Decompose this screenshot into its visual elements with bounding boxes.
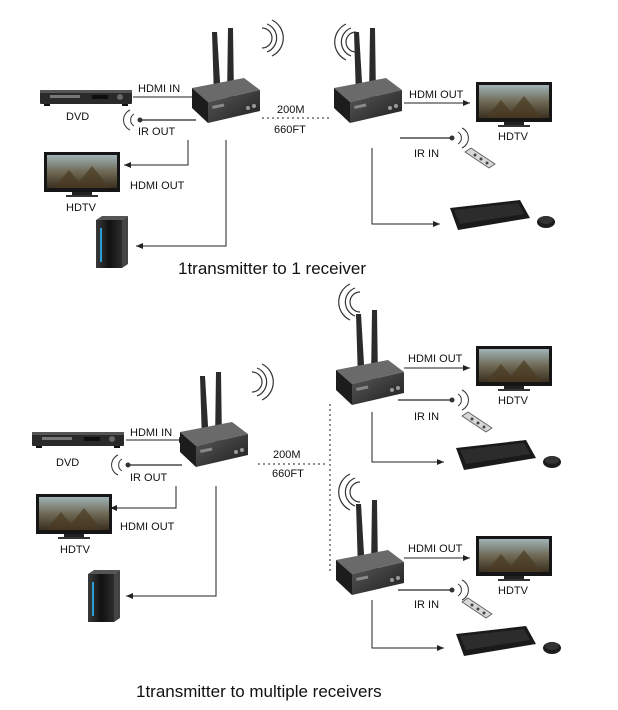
receiver-device-icon xyxy=(336,500,404,595)
receiver-device-icon xyxy=(334,28,402,123)
hdmi-out-tx-label: HDMI OUT xyxy=(120,521,175,533)
hdmi-out-tx-connector xyxy=(124,140,189,168)
distance-ft-label: 660FT xyxy=(274,124,306,136)
computer-tower-icon xyxy=(88,570,120,622)
ir-out-emitter-icon xyxy=(111,454,182,476)
distance-m-label: 200M xyxy=(277,104,305,116)
ir-in-receiver-icon xyxy=(398,389,469,411)
ir-in-receiver-icon xyxy=(400,127,469,149)
transmitter-wifi-icon xyxy=(251,363,274,401)
hdtv-rx-label: HDTV xyxy=(498,131,529,143)
diagram-one-caption: 1transmitter to 1 receiver xyxy=(178,259,366,278)
hdtv-rx-label: HDTV xyxy=(498,395,529,407)
usb-rx-connector xyxy=(371,412,444,465)
diagram-one-receiver: DVD HDMI IN IR OUT HDMI OUT HDTV 200M 66… xyxy=(40,19,555,278)
hdmi-out-rx-label: HDMI OUT xyxy=(409,89,464,101)
hdmi-in-label: HDMI IN xyxy=(130,427,172,439)
remote-control-icon xyxy=(461,411,493,433)
distance-m-label: 200M xyxy=(273,449,301,461)
dvd-player-icon xyxy=(32,432,124,448)
receiver-wifi-icon xyxy=(334,23,357,61)
hdmi-out-tx-label: HDMI OUT xyxy=(130,180,185,192)
hdtv-rx-icon xyxy=(476,346,552,391)
receiver-group-1: HDMI OUT HDTV IR IN xyxy=(336,283,561,470)
receiver-device-icon xyxy=(336,310,404,405)
hdtv-tx-icon xyxy=(36,494,112,539)
keyboard-mouse-icon xyxy=(450,200,555,230)
hdtv-tx-icon xyxy=(44,152,120,197)
hdmi-in-label: HDMI IN xyxy=(138,83,180,95)
ir-in-receiver-icon xyxy=(398,579,469,601)
keyboard-mouse-icon xyxy=(456,626,561,656)
remote-control-icon xyxy=(464,147,496,169)
hdtv-rx-icon xyxy=(476,82,552,127)
hdtv-tx-label: HDTV xyxy=(66,202,97,214)
usb-rx-connector xyxy=(371,600,444,651)
ir-in-label: IR IN xyxy=(414,599,439,611)
transmitter-device-icon xyxy=(180,372,248,467)
usb-rx-connector xyxy=(371,148,440,227)
hdtv-rx-label: HDTV xyxy=(498,585,529,597)
dvd-player-icon xyxy=(40,90,132,106)
ir-out-emitter-icon xyxy=(123,109,196,131)
transmitter-device-icon xyxy=(192,28,260,123)
hdtv-rx-icon xyxy=(476,536,552,581)
remote-control-icon xyxy=(461,597,493,619)
diagram-multiple-receivers: DVD HDMI IN IR OUT HDMI OUT HDTV 200M 66… xyxy=(32,283,561,701)
receiver-group-2: HDMI OUT HDTV IR IN xyxy=(336,473,561,656)
hdtv-tx-label: HDTV xyxy=(60,544,91,556)
hdmi-out-tx-connector xyxy=(110,486,177,511)
usb-tx-connector xyxy=(126,486,217,599)
keyboard-mouse-icon xyxy=(456,440,561,470)
usb-tx-connector xyxy=(136,140,227,249)
computer-tower-icon xyxy=(96,216,128,268)
ir-in-label: IR IN xyxy=(414,148,439,160)
diagram-two-caption: 1transmitter to multiple receivers xyxy=(136,682,382,701)
dvd-label: DVD xyxy=(66,111,89,123)
ir-out-label: IR OUT xyxy=(138,126,176,138)
dvd-label: DVD xyxy=(56,457,79,469)
ir-out-label: IR OUT xyxy=(130,472,168,484)
distance-ft-label: 660FT xyxy=(272,468,304,480)
transmitter-wifi-icon xyxy=(261,19,284,57)
ir-in-label: IR IN xyxy=(414,411,439,423)
hdmi-out-rx-label: HDMI OUT xyxy=(408,543,463,555)
hdmi-out-rx-label: HDMI OUT xyxy=(408,353,463,365)
